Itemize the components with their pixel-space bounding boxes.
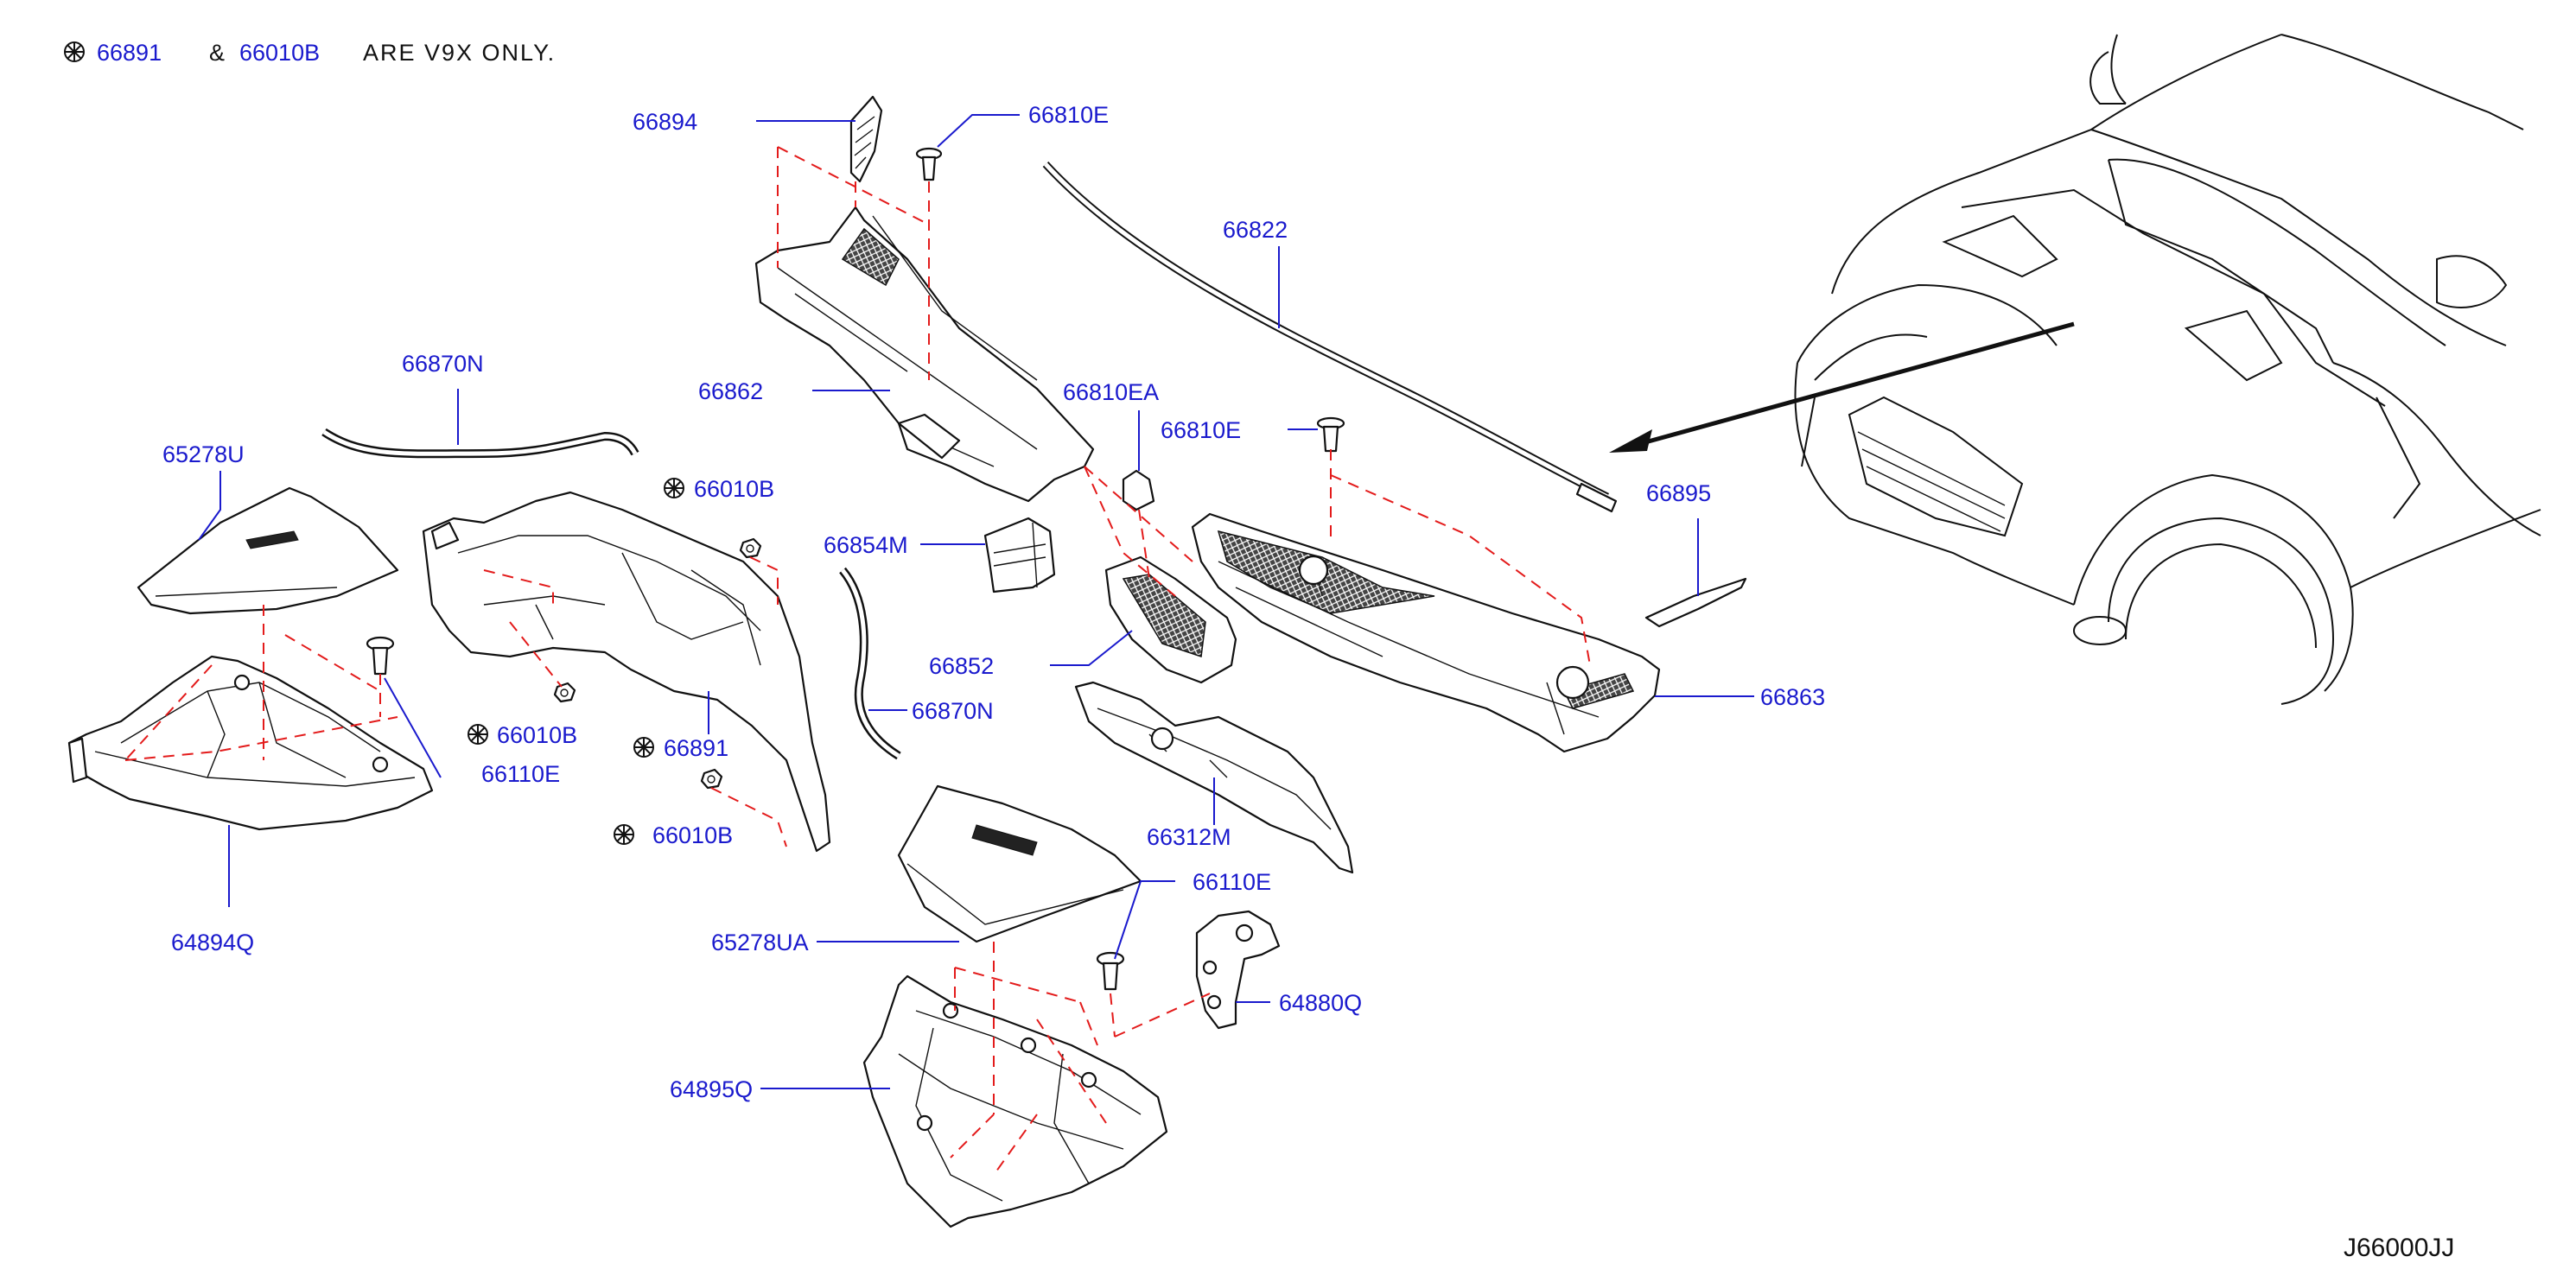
label-66312M[interactable]: 66312M	[1147, 824, 1231, 850]
part-66870N-top-shape	[321, 428, 639, 459]
clip-66110E-left-icon	[366, 636, 395, 676]
label-66891[interactable]: 66891	[664, 735, 728, 761]
nut-66010B-2-icon	[553, 682, 576, 703]
part-labels: 66894 66810E 66822 66870N 66862 66810EA …	[162, 102, 1825, 1102]
label-66010B-1[interactable]: 66010B	[694, 476, 774, 502]
part-66822-shape	[1042, 161, 1618, 513]
clip-66110E-bottom-icon	[1096, 951, 1125, 991]
label-64895Q[interactable]: 64895Q	[670, 1076, 753, 1102]
nut-66010B-1-icon	[739, 537, 762, 559]
label-66822[interactable]: 66822	[1223, 217, 1288, 243]
note-ampersand: &	[209, 40, 226, 66]
label-66810E-top[interactable]: 66810E	[1028, 102, 1109, 128]
label-66895[interactable]: 66895	[1646, 480, 1711, 506]
part-64880Q-shape	[1195, 910, 1281, 1030]
label-66010B-2[interactable]: 66010B	[497, 722, 577, 748]
label-66852[interactable]: 66852	[929, 653, 994, 679]
asterisk-mark-icon	[467, 724, 488, 745]
assembly-dash-lines	[124, 146, 1591, 1176]
part-66863-shape	[1191, 512, 1661, 753]
arrow-head-icon	[1609, 429, 1652, 453]
part-66895-shape	[1644, 577, 1747, 628]
clip-66810EA-icon	[1122, 469, 1155, 511]
label-66863[interactable]: 66863	[1760, 684, 1825, 710]
clip-66810E-top-icon	[915, 147, 943, 181]
asterisk-mark-icon	[64, 41, 85, 62]
note-part-b[interactable]: 66010B	[239, 40, 320, 66]
label-66810E-mid[interactable]: 66810E	[1161, 417, 1241, 443]
label-66010B-3[interactable]: 66010B	[652, 822, 733, 848]
label-66862[interactable]: 66862	[698, 378, 763, 404]
label-65278U[interactable]: 65278U	[162, 441, 245, 467]
leader-lines	[198, 114, 1754, 1089]
header-note: 66891 & 66010B ARE V9X ONLY.	[64, 40, 556, 66]
label-65278UA[interactable]: 65278UA	[711, 930, 809, 955]
label-66894[interactable]: 66894	[633, 109, 697, 135]
label-66854M[interactable]: 66854M	[824, 532, 908, 558]
part-65278U-shape	[137, 486, 399, 615]
label-66110E-bottom[interactable]: 66110E	[1193, 869, 1271, 895]
asterisk-mark-icon	[664, 478, 684, 498]
nut-66010B-3-icon	[700, 768, 723, 790]
diagram-reference-code: J66000JJ	[2344, 1234, 2454, 1262]
asterisk-mark-icon	[633, 737, 654, 758]
label-66870N-bottom[interactable]: 66870N	[912, 698, 994, 724]
note-text: ARE V9X ONLY.	[363, 40, 556, 66]
label-66870N-top[interactable]: 66870N	[402, 351, 484, 377]
part-66894-shape	[849, 95, 883, 183]
vehicle-locator-illustration	[1609, 34, 2541, 705]
part-65278UA-shape	[897, 784, 1142, 943]
clip-66810E-mid-icon	[1316, 416, 1345, 453]
label-66810EA[interactable]: 66810EA	[1063, 379, 1159, 405]
label-64894Q[interactable]: 64894Q	[171, 930, 254, 955]
part-66852-shape	[1104, 555, 1237, 684]
part-66862-shape	[754, 206, 1095, 503]
part-64894Q-shape	[67, 655, 434, 831]
note-part-a[interactable]: 66891	[97, 40, 162, 66]
label-66110E-left[interactable]: 66110E	[481, 761, 560, 787]
part-66870N-bottom-shape	[839, 567, 901, 760]
asterisk-mark-icon	[614, 824, 634, 845]
part-64895Q-shape	[862, 974, 1168, 1228]
part-66891-shape	[422, 491, 831, 853]
label-64880Q[interactable]: 64880Q	[1279, 990, 1362, 1016]
part-66854M-shape	[983, 517, 1056, 593]
